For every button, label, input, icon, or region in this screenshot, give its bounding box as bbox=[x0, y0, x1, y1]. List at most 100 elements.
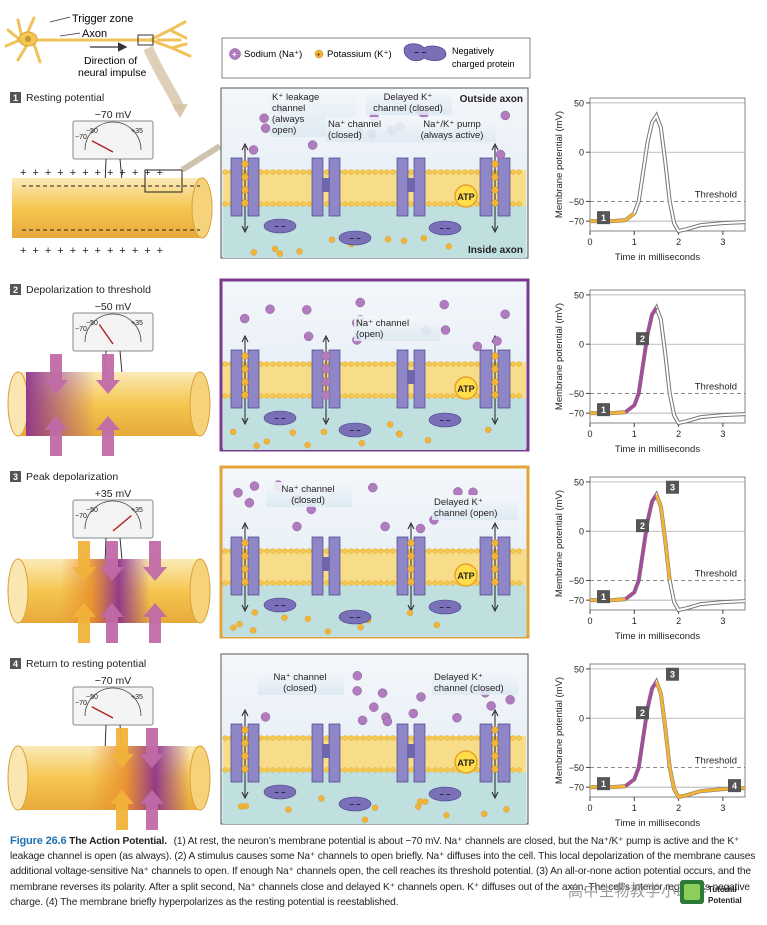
channel-protein bbox=[328, 157, 341, 217]
phospholipid-head bbox=[384, 393, 390, 399]
ion-flow-arrow bbox=[44, 416, 68, 456]
phospholipid-head bbox=[306, 169, 312, 175]
ion-path-arrowhead bbox=[241, 791, 249, 800]
neuron-illustration: Trigger zone Axon Direction of neural im… bbox=[4, 13, 192, 118]
sodium-ion bbox=[292, 521, 302, 532]
potassium-ion bbox=[241, 352, 249, 360]
annotation-bg bbox=[326, 117, 412, 142]
phospholipid-head bbox=[474, 548, 480, 554]
potassium-ion bbox=[443, 812, 450, 819]
phospholipid-head bbox=[516, 580, 522, 586]
phospholipid-head bbox=[366, 767, 372, 773]
curve-highlight bbox=[624, 306, 658, 414]
sodium-ion bbox=[377, 688, 388, 698]
potassium-ion bbox=[230, 624, 237, 631]
negative-protein bbox=[263, 218, 297, 234]
channel-protein bbox=[230, 157, 243, 217]
phospholipid-head bbox=[372, 169, 378, 175]
sodium-ion bbox=[500, 309, 510, 319]
phase-marker-label: 2 bbox=[640, 708, 645, 718]
phospholipid-head bbox=[378, 548, 384, 554]
phospholipid-head bbox=[360, 580, 366, 586]
potassium-ion bbox=[491, 391, 499, 399]
potassium-ion bbox=[420, 235, 427, 242]
phospholipid-head bbox=[450, 361, 456, 367]
phospholipid-head bbox=[282, 393, 288, 399]
sodium-ion bbox=[321, 390, 331, 400]
threshold-label: Threshold bbox=[695, 381, 737, 392]
x-axis-label: Time in milliseconds bbox=[615, 818, 700, 829]
phase-marker bbox=[666, 480, 679, 494]
phospholipid-head bbox=[384, 361, 390, 367]
ion-path-arrowhead bbox=[241, 334, 249, 343]
phospholipid-head bbox=[222, 735, 228, 741]
y-tick-label: −50 bbox=[569, 197, 584, 207]
step-number-box bbox=[10, 658, 21, 669]
voltmeter-needle bbox=[98, 323, 114, 345]
atp-label: ATP bbox=[457, 384, 474, 394]
negative-protein bbox=[338, 230, 372, 246]
phospholipid-head bbox=[300, 393, 306, 399]
phospholipid-head bbox=[342, 735, 348, 741]
phospholipid-head bbox=[354, 735, 360, 741]
potassium-ion bbox=[271, 245, 279, 253]
potassium-ion bbox=[249, 627, 257, 634]
phospholipid-head bbox=[372, 580, 378, 586]
phospholipid-head bbox=[282, 767, 288, 773]
y-axis-label: Membrane potential (mV) bbox=[554, 303, 565, 410]
phospholipid-head bbox=[438, 201, 444, 207]
potassium-ion bbox=[241, 752, 249, 760]
phospholipid-head bbox=[288, 735, 294, 741]
phospholipid-head bbox=[288, 580, 294, 586]
watermark: 高中生物教学小助手 bbox=[568, 883, 708, 900]
potassium-ion bbox=[241, 765, 249, 773]
channel-protein bbox=[396, 349, 409, 409]
phospholipid-head bbox=[264, 735, 270, 741]
phospholipid-head bbox=[300, 169, 306, 175]
phospholipid-head bbox=[474, 169, 480, 175]
negative-protein bbox=[428, 220, 462, 236]
x-tick-label: 0 bbox=[587, 803, 592, 813]
tutorial-badge[interactable]: Tutorial Potential bbox=[674, 872, 764, 912]
phospholipid-head bbox=[354, 767, 360, 773]
phospholipid-head bbox=[384, 169, 390, 175]
protein-legend-icon: – – bbox=[403, 43, 447, 62]
channel-protein bbox=[479, 723, 493, 783]
sodium-ion bbox=[355, 297, 365, 308]
phospholipid-head bbox=[438, 767, 444, 773]
protein-charge: – – bbox=[274, 222, 286, 231]
phospholipid-head bbox=[306, 548, 312, 554]
phospholipid-head bbox=[360, 201, 366, 207]
voltmeter-scale bbox=[84, 121, 142, 151]
annotation-line: Na⁺/K⁺ pump bbox=[423, 119, 481, 130]
annotation-line: Na⁺ channel bbox=[273, 672, 326, 683]
axon-end bbox=[189, 558, 211, 624]
curve-highlight bbox=[624, 680, 658, 788]
x-tick-label: 2 bbox=[676, 429, 681, 439]
phospholipid-head bbox=[366, 201, 372, 207]
phospholipid-head bbox=[516, 361, 522, 367]
phospholipid-head bbox=[306, 393, 312, 399]
voltmeter-scale bbox=[84, 687, 142, 717]
potassium-ion bbox=[324, 628, 332, 635]
channel-protein bbox=[230, 723, 243, 783]
phospholipid-head bbox=[462, 548, 468, 554]
phospholipid-head bbox=[474, 361, 480, 367]
potassium-ion bbox=[422, 798, 429, 805]
x-tick-label: 2 bbox=[676, 237, 681, 247]
potassium-ion bbox=[304, 615, 312, 623]
x-tick-label: 1 bbox=[632, 616, 637, 626]
channel-protein bbox=[413, 349, 426, 409]
voltmeter-needle bbox=[91, 706, 114, 719]
potassium-ion bbox=[241, 378, 249, 386]
phase-marker bbox=[597, 403, 610, 417]
annotation-line: channel (closed) bbox=[434, 683, 504, 694]
channel-protein bbox=[311, 536, 324, 596]
phospholipid-head bbox=[426, 169, 432, 175]
protein-charge: – – bbox=[439, 790, 451, 799]
phospholipid-head bbox=[282, 201, 288, 207]
legend-potassium: Potassium (K⁺) bbox=[327, 49, 392, 60]
phospholipid-head bbox=[264, 201, 270, 207]
